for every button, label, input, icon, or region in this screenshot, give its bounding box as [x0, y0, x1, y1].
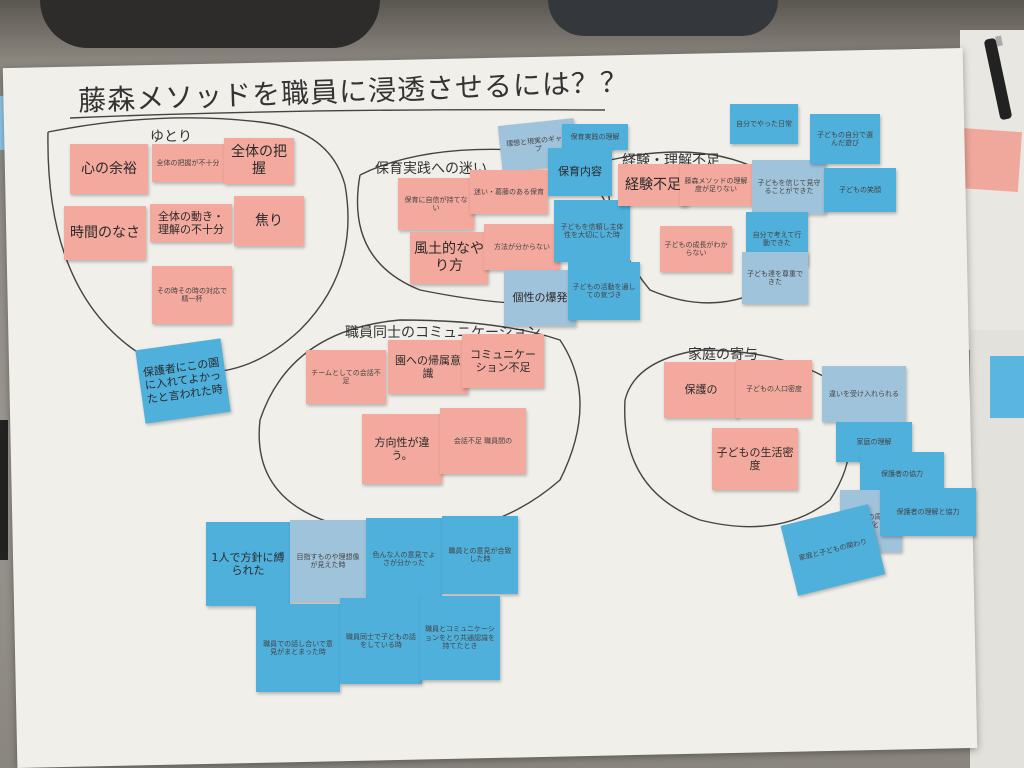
sticky-note[interactable]: 全体の把握が不十分: [152, 144, 224, 182]
sticky-note[interactable]: 個性の爆発: [504, 270, 576, 326]
sticky-note[interactable]: 保育に自信が持てない: [398, 178, 474, 230]
sticky-note[interactable]: 子どもの自分で選んだ遊び: [810, 114, 880, 164]
sticky-note[interactable]: 子どもの笑顔: [824, 168, 896, 212]
sticky-note[interactable]: 園への帰属意識: [388, 340, 468, 394]
sticky-note[interactable]: 子どもを信頼し主体性を大切にした時: [554, 200, 630, 262]
sticky-note[interactable]: 焦り: [234, 196, 304, 246]
sticky-note[interactable]: 子どもを信じて見守ることができた: [752, 160, 826, 214]
sticky-note[interactable]: 全体の把握: [224, 138, 294, 184]
sticky-note[interactable]: 迷い・葛藤のある保育: [470, 170, 548, 214]
sticky-note[interactable]: 方向性が違う。: [362, 414, 442, 484]
sticky-note[interactable]: 全体の動き・理解の不十分: [150, 204, 232, 242]
sticky-note[interactable]: 会話不足 職員間の: [440, 408, 526, 474]
sticky-note[interactable]: 方法が分からない: [484, 224, 560, 270]
sticky-note[interactable]: 経験不足: [618, 164, 688, 206]
sticky-note[interactable]: 保護者にこの園に入れてよかったと言われた時: [135, 338, 231, 424]
sticky-note[interactable]: 保育実践の理解: [562, 124, 628, 150]
sticky-note[interactable]: 職員での話し合いで意見がまとまった時: [256, 604, 340, 692]
sticky-note[interactable]: 保護の: [664, 362, 738, 418]
sticky-note[interactable]: 目指すものや理想像が見えた時: [290, 520, 366, 602]
sticky-note[interactable]: 子どもの生活密度: [712, 428, 798, 490]
sticky-note[interactable]: その時その時の対応で精一杯: [152, 266, 232, 324]
sticky-note[interactable]: 職員同士で子どもの話をしている時: [340, 598, 422, 684]
table-edge-object: [0, 420, 8, 560]
sticky-note[interactable]: 職員との意見が合致した時: [442, 516, 518, 594]
person-right: [548, 0, 778, 36]
sticky-note[interactable]: 自分でやった日常: [730, 104, 798, 144]
sticky-note[interactable]: コミュニケーション不足: [462, 334, 544, 388]
sticky-note[interactable]: 色んな人の意見でよさが分かった: [366, 518, 442, 600]
sticky-note[interactable]: チームとしての会話不足: [306, 350, 386, 404]
sticky-note[interactable]: 心の余裕: [70, 144, 148, 194]
group-label-hoiku: 保育実践への迷い: [375, 161, 487, 177]
sticky-note[interactable]: 違いを受け入れられる: [822, 366, 906, 422]
sticky-note[interactable]: 保護者の理解と協力: [880, 488, 976, 536]
sticky-note[interactable]: 1人で方針に縛られた: [206, 522, 290, 606]
loose-sticky-note-blue-right: [990, 356, 1024, 418]
group-label-katei: 家庭の寄与: [688, 347, 758, 363]
sticky-note[interactable]: 職員とコミュニケーションをとり共通認識を持てたとき: [420, 596, 500, 680]
sticky-note[interactable]: 子どもの成長がわからない: [660, 226, 732, 272]
sticky-note[interactable]: 風土的なやり方: [410, 232, 488, 284]
group-label-yutori: ゆとり: [150, 129, 192, 145]
sticky-note[interactable]: 子どもの人口密度: [736, 360, 812, 418]
sticky-note[interactable]: 保育内容: [548, 148, 612, 196]
sticky-note[interactable]: 子ども達を尊重できた: [742, 252, 808, 304]
sticky-note[interactable]: 藤森メソッドの理解度が足りない: [680, 164, 752, 206]
sticky-note[interactable]: 時間のなさ: [64, 206, 146, 260]
person-left: [40, 0, 380, 48]
sticky-note[interactable]: 子どもの活動を通しての気づき: [568, 262, 640, 320]
